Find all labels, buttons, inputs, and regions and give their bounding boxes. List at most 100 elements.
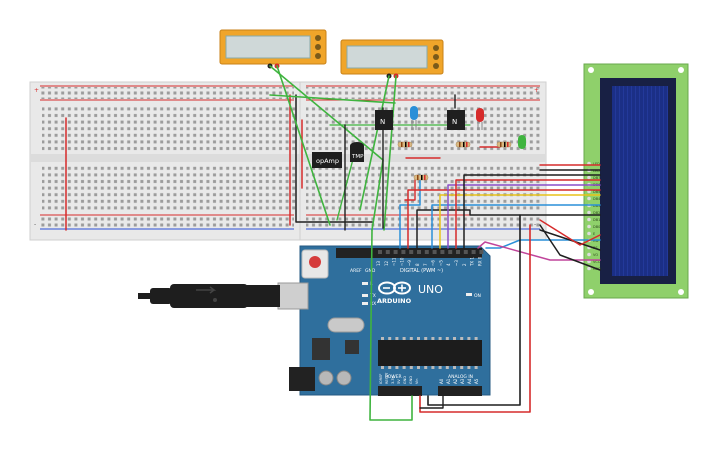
- tmp-label: TMP: [351, 154, 364, 160]
- resistor-1: [397, 141, 413, 148]
- wire-red-lcd-db6: [455, 179, 601, 249]
- chip-pin: [460, 366, 464, 369]
- chip-pin: [453, 366, 456, 369]
- lcd-pin-hole[interactable]: [587, 266, 591, 271]
- transistor-q2: N: [447, 110, 465, 130]
- power-pin-label: 5V: [397, 379, 401, 384]
- chip-pin: [467, 337, 471, 340]
- resistor-4: [413, 174, 429, 181]
- lcd-pin-label: DB5: [593, 190, 600, 194]
- lcd-pin-label: E: [593, 232, 595, 236]
- lcd-pin-label: LED: [593, 169, 600, 173]
- digital-pin-label: 2: [462, 263, 467, 266]
- chip-pin: [438, 337, 442, 340]
- mode-button-v[interactable]: [315, 44, 321, 50]
- wire-black-a0: [419, 395, 444, 409]
- digital-pin-label: ~10: [399, 257, 404, 266]
- multimeter-right: [340, 39, 444, 79]
- chip-pin: [388, 337, 392, 340]
- tmp-sensor: TMP: [350, 142, 364, 162]
- chip-pin: [409, 337, 413, 340]
- wire-green-top: [269, 94, 396, 104]
- lcd-pin-label: DB3: [593, 204, 600, 208]
- rx-label: RX: [370, 301, 376, 307]
- rail-minus-label-right: -: [534, 221, 536, 228]
- on-label: ON: [474, 293, 481, 299]
- chip-pin: [453, 337, 456, 340]
- wire-green-meter-3: [359, 75, 390, 211]
- chip-pin: [424, 366, 428, 369]
- mode-button-a[interactable]: [315, 35, 321, 41]
- wire-black-lcd: [416, 209, 601, 249]
- multimeter-left: [219, 29, 327, 69]
- chip-pin: [460, 337, 464, 340]
- digital-pin-hole[interactable]: [401, 250, 406, 254]
- chip-pin: [445, 337, 449, 340]
- digital-pin-hole[interactable]: [471, 250, 476, 254]
- digital-pin-hole[interactable]: [409, 250, 414, 254]
- digital-pin-hole[interactable]: [393, 250, 398, 254]
- wire-green-meter-4: [383, 75, 397, 231]
- chip-pin: [417, 337, 420, 340]
- digital-label: DIGITAL (PWM ~): [400, 268, 443, 274]
- led-red: [476, 108, 484, 130]
- lcd-pin-hole[interactable]: [587, 252, 591, 257]
- lcd-screen: [612, 86, 668, 276]
- power-pin-label: 3.3V: [391, 375, 395, 384]
- lcd-pin-label: DB2: [593, 211, 600, 215]
- analog-pin-label: A2: [453, 378, 458, 384]
- mode-button-ohm-2[interactable]: [433, 63, 439, 69]
- lcd-pin-hole[interactable]: [587, 210, 591, 215]
- resistor-2: [455, 141, 471, 148]
- mode-button-ohm[interactable]: [315, 53, 321, 59]
- tx-led: [362, 294, 368, 297]
- power-pin-label: IOREF: [379, 374, 383, 384]
- digital-pin-hole[interactable]: [424, 250, 429, 254]
- digital-header: [336, 248, 482, 258]
- mode-button-v-2[interactable]: [433, 54, 439, 60]
- digital-pin-hole[interactable]: [448, 250, 453, 254]
- digital-pin-hole[interactable]: [463, 250, 468, 254]
- wire-black-lcd-db7: [463, 174, 601, 249]
- digital-pin-hole[interactable]: [417, 250, 421, 254]
- lcd-pin-hole[interactable]: [587, 224, 591, 229]
- digital-pin-hole[interactable]: [432, 250, 437, 254]
- digital-pin-hole[interactable]: [378, 250, 382, 254]
- power-pin-label: Vin: [415, 378, 419, 384]
- chip-pin: [445, 366, 449, 369]
- chip-pin: [381, 337, 384, 340]
- digital-pin-hole[interactable]: [385, 250, 390, 254]
- lcd-pin-hole[interactable]: [587, 196, 591, 201]
- lcd-pin-hole[interactable]: [587, 217, 591, 222]
- rail-plus-label-right: +: [534, 87, 539, 94]
- digital-pin-hole[interactable]: [440, 250, 445, 254]
- wire-black-gnd: [427, 214, 521, 406]
- atmega-chip-pins: [381, 337, 478, 369]
- rail-minus-label: -: [34, 221, 36, 228]
- analog-label: ANALOG IN: [448, 374, 473, 380]
- digital-pin-hole[interactable]: [456, 250, 460, 254]
- wire-green-meter-2: [276, 65, 331, 226]
- wire-red-lcd: [407, 189, 601, 249]
- usb-icon: [196, 286, 217, 294]
- lcd-pin-hole[interactable]: [587, 231, 591, 236]
- digital-pin-label: ~11: [392, 257, 397, 266]
- gnd-label: GND: [365, 268, 376, 274]
- wire-purple-lcd: [447, 184, 601, 249]
- chip-pin: [431, 366, 435, 369]
- analog-header: [438, 386, 482, 396]
- mode-button-a-2[interactable]: [433, 45, 439, 51]
- reset-button[interactable]: [309, 256, 321, 268]
- arduino-logo-text: ARDUINO: [377, 297, 412, 305]
- aref-label: AREF: [350, 268, 362, 274]
- lcd-pin-label: VO: [593, 253, 598, 257]
- chip-pin: [402, 337, 406, 340]
- chip-pin: [395, 337, 399, 340]
- lcd-pin-hole[interactable]: [587, 175, 591, 180]
- analog-pin-label: A0: [439, 378, 444, 384]
- digital-pin-hole[interactable]: [479, 250, 484, 254]
- lcd-display: LEDLEDDB7DB6DB5DB4DB3DB2DB1DB0ERWRSVOVCC…: [583, 63, 689, 299]
